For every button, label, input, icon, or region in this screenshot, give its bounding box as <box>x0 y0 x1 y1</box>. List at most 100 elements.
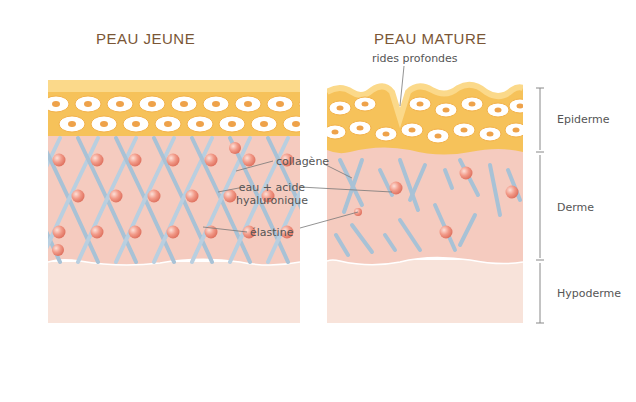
skin-cell <box>155 116 181 132</box>
collagen-fiber <box>385 235 395 250</box>
collagen-fiber <box>78 138 136 262</box>
skin-cell <box>203 96 229 112</box>
skin-cell <box>251 116 277 132</box>
water-ball <box>229 142 241 154</box>
cell-nucleus <box>469 102 476 107</box>
collagen-fiber <box>116 138 174 262</box>
collagen-fiber <box>352 225 372 252</box>
collagen-fiber <box>344 160 362 212</box>
cell-nucleus <box>443 108 450 113</box>
cell-nucleus <box>84 101 92 107</box>
panel-title: PEAU JEUNE <box>96 32 195 45</box>
water-ball <box>148 190 161 203</box>
hypodermis <box>327 260 523 323</box>
skin-cell <box>235 96 261 112</box>
cell-nucleus <box>276 101 284 107</box>
cell-nucleus <box>180 101 188 107</box>
skin-cell <box>267 96 293 112</box>
layer-label: Derme <box>557 201 594 214</box>
water-ball <box>390 182 403 195</box>
collagen-fiber <box>116 138 174 262</box>
skin-cell <box>48 96 69 112</box>
skin-cell <box>59 116 85 132</box>
water-ball <box>186 190 199 203</box>
callout-label: eau + acide hyaluronique <box>234 181 310 207</box>
layer-label: Hypoderme <box>557 287 621 300</box>
cell-nucleus <box>517 104 524 109</box>
skin-cell <box>219 116 245 132</box>
water-ball <box>129 226 142 239</box>
skin-cell <box>283 116 300 132</box>
water-ball <box>91 154 104 167</box>
cell-nucleus <box>52 101 60 107</box>
water-ball <box>110 190 123 203</box>
skin-cell <box>91 116 117 132</box>
skin-cell <box>139 96 165 112</box>
cell-nucleus <box>461 128 468 133</box>
layer-brackets <box>536 88 544 323</box>
cell-nucleus <box>417 102 424 107</box>
skin-cell <box>509 99 523 113</box>
skin-cell <box>123 116 149 132</box>
layer-label: Epiderme <box>557 113 610 126</box>
callout-label: élastine <box>250 226 293 239</box>
skin-cell <box>327 125 346 139</box>
cell-nucleus <box>228 121 236 127</box>
collagen-fiber <box>445 170 452 188</box>
skin-cell <box>349 121 371 135</box>
cell-nucleus <box>116 101 124 107</box>
collagen-fiber <box>154 138 212 262</box>
epidermis <box>48 80 300 136</box>
cell-nucleus <box>357 126 364 131</box>
callout-label: collagène <box>276 155 329 168</box>
skin-cell <box>75 96 101 112</box>
water-ball <box>167 226 180 239</box>
cell-nucleus <box>292 121 300 127</box>
leader-lines <box>203 66 404 232</box>
water-ball <box>243 154 256 167</box>
cell-nucleus <box>332 130 339 135</box>
water-ball <box>72 190 85 203</box>
collagen-fiber <box>154 138 212 262</box>
skin-cell <box>435 103 457 117</box>
skin-cell <box>354 97 376 111</box>
water-ball <box>52 244 64 256</box>
water-ball <box>129 154 142 167</box>
epidermis <box>327 85 523 155</box>
water-ball <box>91 226 104 239</box>
collagen-fiber <box>336 235 348 255</box>
cell-nucleus <box>495 108 502 113</box>
water-ball <box>53 226 66 239</box>
collagen-fiber <box>435 205 455 250</box>
skin-cell <box>401 123 423 137</box>
collagen-fiber <box>490 165 500 215</box>
water-ball <box>440 226 453 239</box>
skin-cell <box>187 116 213 132</box>
skin-cell <box>171 96 197 112</box>
collagen-fiber <box>460 215 475 245</box>
skin-cell <box>299 96 300 112</box>
cell-nucleus <box>68 121 76 127</box>
hypodermis <box>48 262 300 323</box>
collagen-fiber <box>78 138 136 262</box>
water-ball <box>167 154 180 167</box>
skin-cell <box>107 96 133 112</box>
skin-cell <box>453 123 475 137</box>
cell-nucleus <box>362 102 369 107</box>
dermis <box>327 140 523 265</box>
cell-nucleus <box>132 121 140 127</box>
cell-nucleus <box>487 132 494 137</box>
cell-nucleus <box>383 132 390 137</box>
skin-cell <box>329 101 351 115</box>
cell-nucleus <box>260 121 268 127</box>
cell-nucleus <box>164 121 172 127</box>
skin-cell <box>409 97 431 111</box>
cell-nucleus <box>100 121 108 127</box>
panel-title: PEAU MATURE <box>374 32 487 45</box>
collagen-fiber <box>48 138 98 262</box>
cell-nucleus <box>196 121 204 127</box>
skin-cell <box>505 123 523 137</box>
skin-cell <box>479 127 501 141</box>
cell-nucleus <box>148 101 156 107</box>
